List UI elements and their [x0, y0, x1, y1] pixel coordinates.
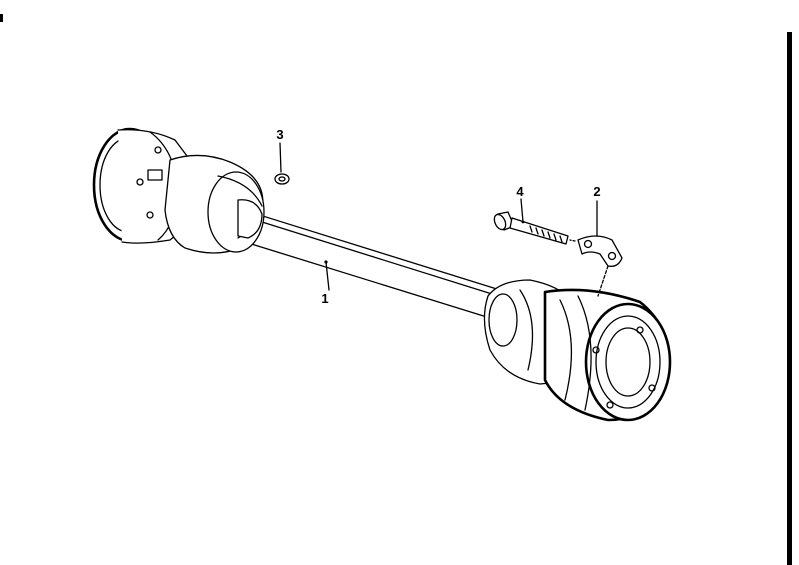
right-cv-joint [483, 279, 672, 422]
drive-shaft [92, 127, 672, 422]
callout-3: 3 [276, 127, 283, 142]
callout-1: 1 [321, 291, 328, 306]
washer [274, 142, 290, 185]
bracket [569, 200, 623, 297]
callout-2: 2 [593, 184, 600, 199]
page-edge-bar [787, 32, 792, 565]
page-corner-mark [0, 14, 3, 22]
left-cv-joint [92, 127, 265, 254]
bolt [493, 198, 569, 245]
callout-4: 4 [516, 184, 524, 199]
